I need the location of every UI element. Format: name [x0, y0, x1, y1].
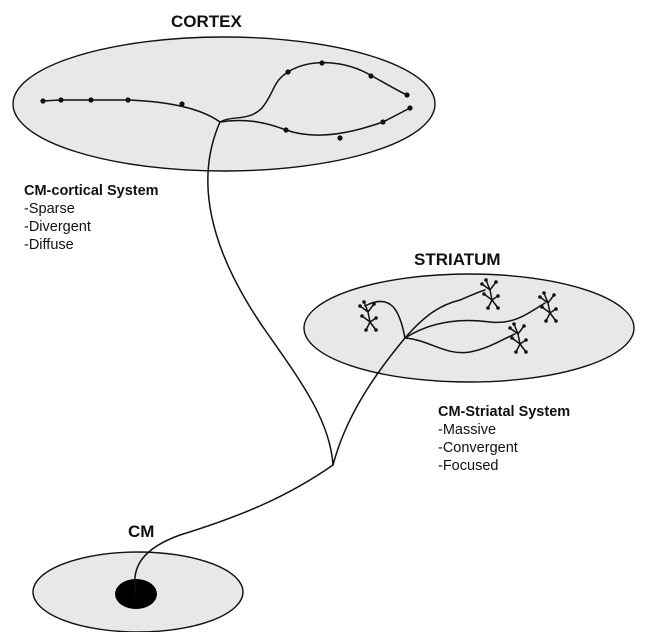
striatum-label: STRIATUM — [414, 250, 501, 269]
cm-label: CM — [128, 522, 155, 541]
cortex-arbor-right-lower — [219, 107, 411, 136]
cm-striatal-feature: -Massive — [438, 422, 497, 438]
striatum-terminal-cluster — [538, 291, 558, 323]
cortex-boutons — [40, 60, 413, 141]
cm-cortical-feature: -Divergent — [24, 219, 91, 235]
cm-striatal-feature: -Focused — [438, 458, 499, 474]
striatum-terminal-cluster — [508, 322, 528, 354]
cm-cortical-feature: -Diffuse — [24, 237, 74, 253]
striatum-arbor-low — [404, 333, 516, 354]
striatum-arbor-mid — [404, 289, 486, 339]
cortex-label: CORTEX — [171, 12, 242, 31]
cm-striatal-system-box: CM-Striatal System -Massive -Convergent … — [438, 403, 570, 475]
cm-cortical-system-box: CM-cortical System -Sparse -Divergent -D… — [24, 182, 159, 254]
cm-axon-trunk — [134, 464, 334, 595]
cm-striatal-system-title: CM-Striatal System — [438, 404, 571, 420]
cm-cortical-system-title: CM-cortical System — [24, 183, 159, 199]
cm-cortical-feature: -Sparse — [24, 201, 75, 217]
cm-striatal-projection — [332, 337, 406, 466]
striatum-terminal-cluster — [480, 278, 500, 310]
cm-cortical-projection — [207, 121, 334, 466]
striatum-arbor-left — [364, 300, 406, 339]
striatum-arbor-right — [404, 302, 546, 339]
cm-striatal-feature: -Convergent — [438, 440, 518, 456]
striatum-region — [303, 273, 635, 383]
cortex-region — [12, 36, 436, 172]
striatum-terminal-cluster — [358, 300, 378, 332]
